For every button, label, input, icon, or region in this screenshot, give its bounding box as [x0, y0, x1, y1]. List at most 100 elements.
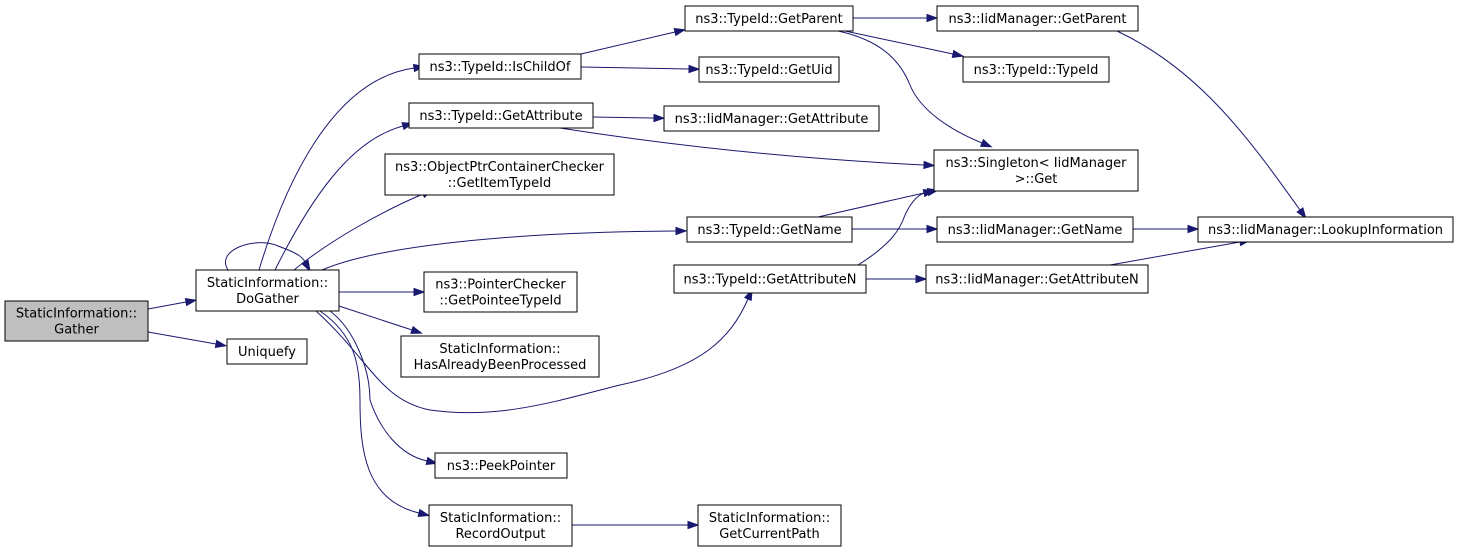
- node-box: [428, 504, 573, 547]
- node-iid_getattributen[interactable]: ns3::IidManager::GetAttributeN: [925, 264, 1149, 294]
- edge-dogather-to-hasalreadybeenprocessed: [338, 305, 423, 334]
- edge-dogather-to-peekpointer: [329, 310, 439, 465]
- node-label: ns3::PeekPointer: [447, 459, 556, 474]
- node-iid_getname[interactable]: ns3::IidManager::GetName: [936, 216, 1134, 243]
- node-getname[interactable]: ns3::TypeId::GetName: [686, 216, 853, 243]
- edge-line: [315, 298, 749, 414]
- node-label: ns3::TypeId::GetName: [697, 223, 841, 238]
- node-label: StaticInformation::: [709, 511, 830, 526]
- node-label: StaticInformation::: [440, 511, 561, 526]
- edge-line: [857, 191, 929, 266]
- arrow-head-icon: [915, 274, 928, 284]
- edge-line: [147, 301, 187, 310]
- node-label: RecordOutput: [455, 527, 545, 542]
- edge-iid_getattributen-to-lookupinformation: [1109, 237, 1252, 266]
- node-box: [933, 149, 1139, 192]
- edge-getparent-to-singleton_get: [837, 30, 993, 148]
- node-label: ns3::IidManager::GetParent: [948, 12, 1126, 27]
- edge-line: [321, 230, 677, 271]
- node-box: [686, 216, 853, 243]
- edge-ischildof-to-getuid: [580, 64, 701, 74]
- arrow-head-icon: [653, 113, 666, 123]
- node-getpointeetypeid[interactable]: ns3::PointerChecker::GetPointeeTypeId: [423, 271, 578, 313]
- node-lookupinformation[interactable]: ns3::IidManager::LookupInformation: [1197, 216, 1454, 243]
- arrow-head-icon: [688, 64, 701, 74]
- arrow-head-icon: [687, 520, 700, 530]
- edge-gather-to-uniquefy: [147, 331, 228, 349]
- node-label: ns3::TypeId::GetAttribute: [419, 109, 582, 124]
- edge-dogather-to-getattribute: [274, 122, 415, 271]
- node-box: [962, 56, 1110, 83]
- node-iid_getparent[interactable]: ns3::IidManager::GetParent: [936, 5, 1139, 32]
- node-label: ns3::TypeId::GetParent: [695, 12, 843, 27]
- node-getcurrentpath[interactable]: StaticInformation::GetCurrentPath: [697, 504, 842, 547]
- node-box: [4, 300, 149, 342]
- node-box: [384, 153, 615, 196]
- node-label: ns3::TypeId::GetAttributeN: [683, 273, 856, 288]
- edge-dogather-to-recordoutput: [319, 310, 431, 517]
- edge-line: [329, 310, 428, 462]
- edge-line: [817, 192, 925, 218]
- edge-line: [1109, 241, 1241, 266]
- node-label: ns3::PointerChecker: [435, 278, 566, 293]
- node-box: [684, 5, 854, 32]
- node-box: [673, 264, 867, 294]
- node-label: ns3::IidManager::GetAttributeN: [935, 273, 1139, 288]
- node-typeid_typeid[interactable]: ns3::TypeId::TypeId: [962, 56, 1110, 83]
- node-label: ns3::IidManager::GetAttribute: [675, 112, 869, 127]
- edge-dogather-to-getname: [321, 226, 688, 271]
- node-getitemtypeid[interactable]: ns3::ObjectPtrContainerChecker::GetItemT…: [384, 153, 615, 196]
- node-box: [423, 271, 578, 313]
- node-label: ::GetItemTypeId: [448, 176, 551, 191]
- node-dogather[interactable]: StaticInformation::DoGather: [195, 269, 340, 312]
- node-label: >::Get: [1015, 172, 1058, 187]
- edge-dogather-to-getpointeetypeid: [339, 287, 426, 297]
- node-singleton_get[interactable]: ns3::Singleton< IidManager>::Get: [933, 149, 1139, 192]
- edge-dogather-to-getitemtypeid: [293, 189, 434, 271]
- edge-recordoutput-to-getcurrentpath: [572, 520, 700, 530]
- arrow-head-icon: [926, 224, 939, 234]
- node-peekpointer[interactable]: ns3::PeekPointer: [434, 452, 568, 479]
- node-getuid[interactable]: ns3::TypeId::GetUid: [698, 56, 840, 83]
- edge-line: [258, 67, 415, 271]
- edge-line: [274, 125, 404, 271]
- node-box: [936, 5, 1139, 32]
- node-label: ns3::TypeId::GetUid: [705, 63, 832, 78]
- node-label: ::GetPointeeTypeId: [439, 294, 561, 309]
- edge-line: [319, 310, 420, 514]
- node-label: StaticInformation::: [16, 307, 137, 322]
- node-box: [226, 338, 308, 365]
- node-uniquefy[interactable]: Uniquefy: [226, 338, 308, 365]
- edge-dogather-to-dogather: [225, 242, 311, 273]
- node-recordoutput[interactable]: StaticInformation::RecordOutput: [428, 504, 573, 547]
- node-hasalreadybeenprocessed[interactable]: StaticInformation::HasAlreadyBeenProcess…: [400, 335, 600, 378]
- edge-getattributen-to-singleton_get: [857, 187, 940, 266]
- node-ischildof[interactable]: ns3::TypeId::IsChildOf: [418, 53, 582, 80]
- arrow-head-icon: [926, 13, 939, 23]
- edge-getparent-to-iid_getparent: [853, 13, 939, 23]
- node-gather[interactable]: StaticInformation::Gather: [4, 300, 149, 342]
- arrow-head-icon: [923, 160, 936, 170]
- edge-line: [1116, 30, 1301, 211]
- node-label: DoGather: [236, 292, 299, 307]
- nodes-layer: StaticInformation::GatherStaticInformati…: [4, 5, 1454, 547]
- node-label: StaticInformation::: [439, 342, 560, 357]
- node-label: HasAlreadyBeenProcessed: [414, 358, 587, 373]
- edge-line: [225, 242, 306, 271]
- node-box: [936, 216, 1134, 243]
- arrow-head-icon: [417, 508, 431, 517]
- node-box: [697, 504, 842, 547]
- node-box: [418, 53, 582, 80]
- edge-line: [837, 30, 983, 144]
- node-getattributen[interactable]: ns3::TypeId::GetAttributeN: [673, 264, 867, 294]
- arrow-head-icon: [214, 339, 228, 349]
- node-label: GetCurrentPath: [719, 527, 820, 542]
- node-box: [195, 269, 340, 312]
- node-getparent[interactable]: ns3::TypeId::GetParent: [684, 5, 854, 32]
- node-getattribute[interactable]: ns3::TypeId::GetAttribute: [408, 102, 594, 129]
- node-iid_getattribute[interactable]: ns3::IidManager::GetAttribute: [663, 105, 880, 132]
- edge-getname-to-singleton_get: [817, 189, 936, 218]
- edge-iid_getname-to-lookupinformation: [1133, 224, 1200, 234]
- arrow-head-icon: [979, 138, 993, 148]
- node-box: [400, 335, 600, 378]
